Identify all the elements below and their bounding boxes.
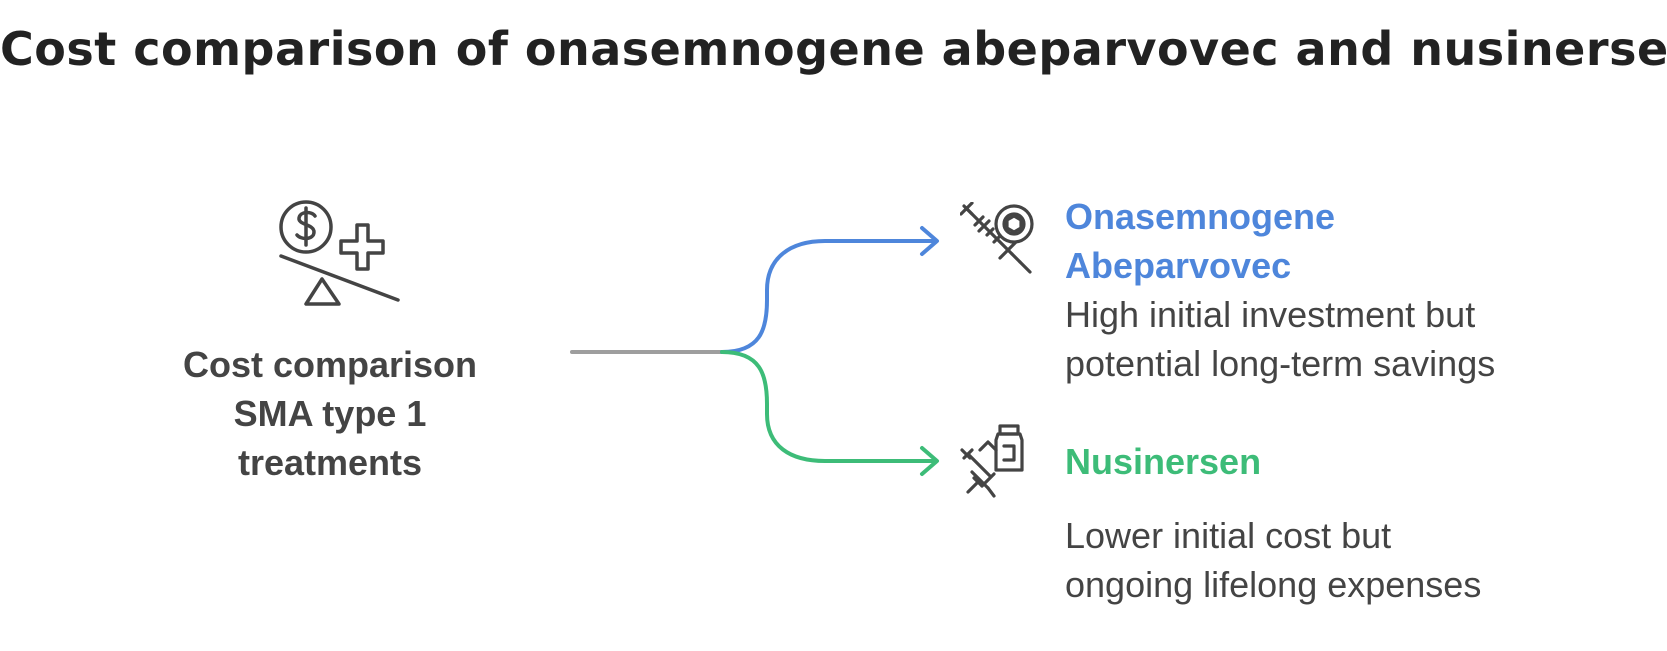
branch-desc-line: ongoing lifelong expenses (1065, 564, 1482, 605)
injection-vial-icon (960, 424, 1024, 498)
branch-title-nusinersen: Nusinersen (1065, 437, 1261, 486)
branch-connector-bottom (720, 350, 938, 463)
center-label-line: Cost comparison (182, 344, 478, 385)
center-label-line: SMA type 1 (233, 393, 427, 434)
branch-title-line: Nusinersen (1065, 441, 1262, 482)
branch-title-line: Onasemnogene (1065, 196, 1336, 237)
balance-scale-dollar-cross-icon (279, 200, 400, 306)
branch-desc-line: Lower initial cost but (1065, 515, 1392, 556)
diagram-title: Cost comparison of onasemnogene abeparvo… (0, 22, 1667, 76)
branch-title-onasemnogene: Onasemnogene Abeparvovec (1065, 192, 1335, 290)
branch-desc-line: High initial investment but (1065, 294, 1476, 335)
branch-desc-nusinersen: Lower initial cost but ongoing lifelong … (1065, 511, 1481, 609)
branch-desc-onasemnogene: High initial investment but potential lo… (1065, 290, 1495, 388)
branch-connector-top (720, 239, 938, 354)
center-label: Cost comparison SMA type 1 treatments (150, 340, 510, 487)
gene-therapy-syringe-icon (960, 202, 1034, 274)
arrowhead-top (920, 226, 939, 256)
branch-title-line: Abeparvovec (1065, 245, 1292, 286)
arrowhead-bottom (920, 446, 939, 476)
branch-desc-line: potential long-term savings (1065, 343, 1496, 384)
center-label-line: treatments (237, 442, 423, 483)
